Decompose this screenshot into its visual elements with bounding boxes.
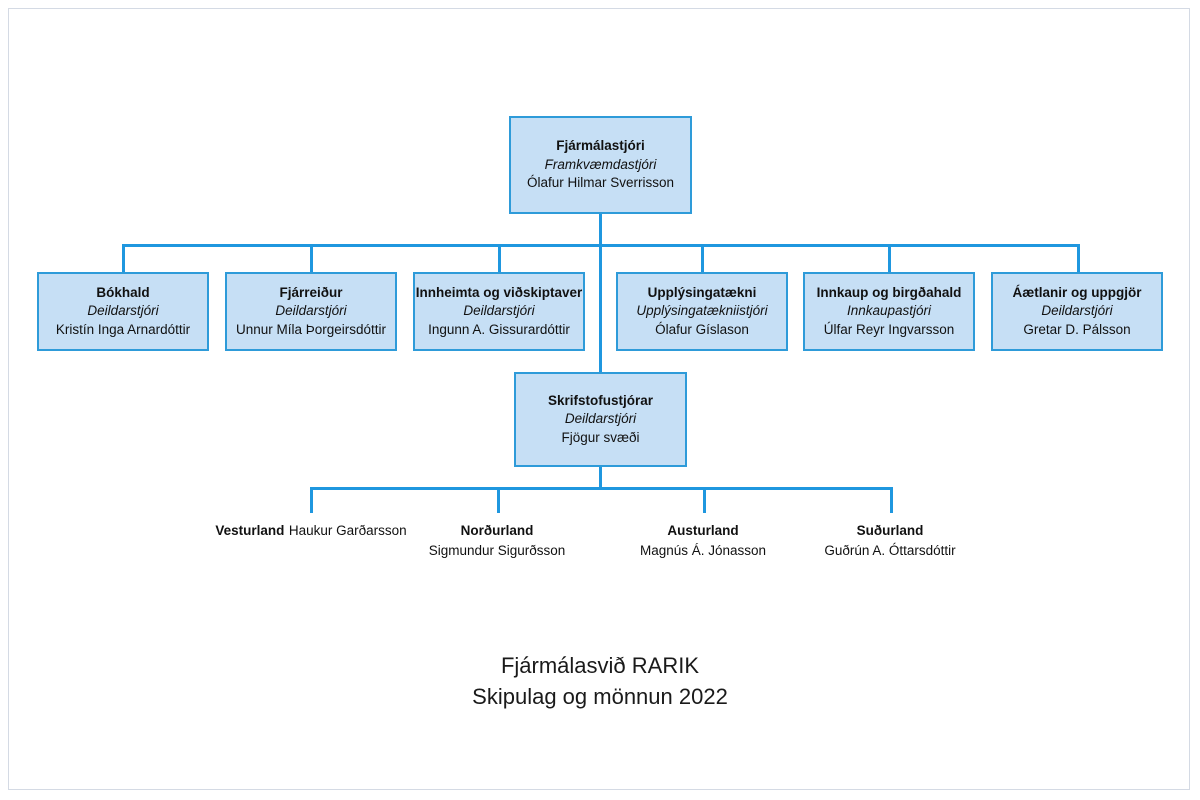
node-person: Ólafur Hilmar Sverrisson bbox=[526, 175, 675, 191]
leaf-sudurland[interactable]: Suðurland Guðrún A. Óttarsdóttir bbox=[794, 521, 986, 560]
node-person: Ólafur Gíslason bbox=[655, 321, 749, 337]
connector-drop-fjarreidur bbox=[310, 244, 313, 272]
leaf-austurland[interactable]: Austurland Magnús Á. Jónasson bbox=[607, 521, 799, 560]
node-title: Skrifstofustjórar bbox=[547, 392, 654, 408]
connector-drop-innheimta bbox=[498, 244, 501, 272]
node-role: Deildarstjóri bbox=[463, 303, 535, 319]
node-title: Fjárreiður bbox=[279, 284, 343, 300]
leaf-title: Vesturland bbox=[215, 523, 285, 538]
connector-drop-nordurland bbox=[497, 487, 500, 513]
node-role: Deildarstjóri bbox=[87, 303, 159, 319]
connector-drop-austurland bbox=[703, 487, 706, 513]
leaf-title: Suðurland bbox=[856, 523, 924, 538]
node-title: Fjármálastjóri bbox=[556, 138, 645, 154]
connector-drop-upplysingataekni bbox=[701, 244, 704, 272]
node-person: Úlfar Reyr Ingvarsson bbox=[823, 321, 955, 337]
node-person: Kristín Inga Arnardóttir bbox=[55, 321, 191, 337]
node-person: Ingunn A. Gissurardóttir bbox=[428, 321, 570, 337]
connector-drop-aaetlanir bbox=[1077, 244, 1080, 272]
leaf-person: Sigmundur Sigurðsson bbox=[428, 542, 566, 558]
connector-offices-stem bbox=[599, 467, 602, 490]
node-bokhald[interactable]: Bókhald Deildarstjóri Kristín Inga Arnar… bbox=[37, 272, 209, 351]
connector-root-stem bbox=[599, 214, 602, 372]
node-title: Bókhald bbox=[96, 284, 150, 300]
node-person: Fjögur svæði bbox=[561, 429, 640, 445]
caption-line-2: Skipulag og mönnun 2022 bbox=[472, 684, 728, 710]
node-title: Upplýsingatækni bbox=[647, 284, 757, 300]
connector-departments-bus bbox=[122, 244, 1080, 247]
leaf-vesturland[interactable]: Vesturland Haukur Garðarsson bbox=[215, 521, 407, 541]
node-title: Áætlanir og uppgjör bbox=[1012, 284, 1142, 300]
connector-drop-vesturland bbox=[310, 487, 313, 513]
connector-drop-bokhald bbox=[122, 244, 125, 272]
node-skrifstofustjorar[interactable]: Skrifstofustjórar Deildarstjóri Fjögur s… bbox=[514, 372, 687, 467]
leaf-title: Norðurland bbox=[460, 523, 534, 538]
connector-drop-innkaup bbox=[888, 244, 891, 272]
chart-caption: Fjármálasvið RARIK Skipulag og mönnun 20… bbox=[0, 650, 1200, 712]
node-fjarreidur[interactable]: Fjárreiður Deildarstjóri Unnur Míla Þorg… bbox=[225, 272, 397, 351]
node-role: Deildarstjóri bbox=[1041, 303, 1113, 319]
node-role: Deildarstjóri bbox=[564, 411, 637, 427]
node-person: Unnur Míla Þorgeirsdóttir bbox=[235, 321, 387, 337]
node-fjarmalastjori[interactable]: Fjármálastjóri Framkvæmdastjóri Ólafur H… bbox=[509, 116, 692, 214]
leaf-person: Haukur Garðarsson bbox=[288, 523, 407, 538]
node-role: Innkaupastjóri bbox=[846, 303, 932, 319]
caption-line-1: Fjármálasvið RARIK bbox=[500, 653, 700, 678]
node-aaetlanir-og-uppgjor[interactable]: Áætlanir og uppgjör Deildarstjóri Gretar… bbox=[991, 272, 1163, 351]
connector-regions-bus bbox=[310, 487, 893, 490]
node-upplysingataekni[interactable]: Upplýsingatækni Upplýsingatækniistjóri Ó… bbox=[616, 272, 788, 351]
node-title: Innkaup og birgðahald bbox=[816, 284, 962, 300]
leaf-nordurland[interactable]: Norðurland Sigmundur Sigurðsson bbox=[401, 521, 593, 560]
node-innheimta-og-vidskiptaver[interactable]: Innheimta og viðskiptaver Deildarstjóri … bbox=[413, 272, 585, 351]
leaf-person: Guðrún A. Óttarsdóttir bbox=[824, 542, 956, 558]
node-role: Upplýsingatækniistjóri bbox=[636, 303, 768, 319]
node-innkaup-og-birgdahald[interactable]: Innkaup og birgðahald Innkaupastjóri Úlf… bbox=[803, 272, 975, 351]
node-person: Gretar D. Pálsson bbox=[1023, 321, 1131, 337]
leaf-person: Magnús Á. Jónasson bbox=[639, 542, 767, 558]
node-role: Framkvæmdastjóri bbox=[544, 156, 657, 172]
node-role: Deildarstjóri bbox=[275, 303, 347, 319]
node-title: Innheimta og viðskiptaver bbox=[415, 284, 583, 300]
leaf-title: Austurland bbox=[667, 523, 739, 538]
connector-drop-sudurland bbox=[890, 487, 893, 513]
